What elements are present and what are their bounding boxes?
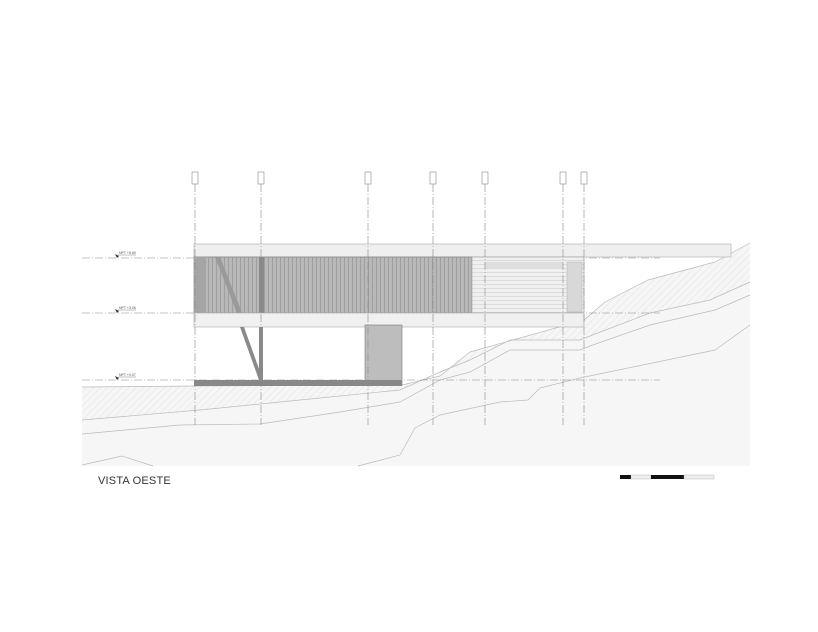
column — [259, 257, 264, 313]
diagonal-brace — [240, 327, 263, 380]
level-label: NPT +0.07 — [119, 373, 136, 377]
terrain-line — [357, 324, 751, 467]
grid-axis — [559, 171, 567, 425]
level-label: NPT +5.60 — [119, 251, 136, 255]
level-marker-icon — [115, 376, 119, 380]
lower-volume — [364, 324, 403, 386]
drawing-title: VISTA OESTE — [98, 475, 171, 487]
grid-axis — [429, 171, 437, 425]
level-marker-icon — [115, 254, 119, 258]
grid-axis — [257, 171, 265, 425]
grid-axis — [580, 171, 588, 425]
grid-axis — [364, 171, 372, 425]
level-marker-icon — [115, 309, 119, 313]
roof-slab — [193, 243, 732, 258]
terrain-line — [81, 294, 751, 435]
grid-axes — [191, 171, 588, 425]
terrain-line — [81, 455, 154, 467]
ground-hatch — [82, 243, 750, 420]
ground-fill — [82, 243, 750, 466]
glazing-inner — [485, 262, 563, 268]
level-label: NPT +3.06 — [119, 306, 136, 310]
terrain-line — [81, 281, 751, 421]
level-markers: NPT +5.60 NPT +3.06 NPT +0.07 — [115, 251, 136, 380]
building — [193, 243, 732, 386]
upper-facade-slats — [193, 256, 473, 314]
base-slab — [194, 380, 402, 386]
scale-bar — [620, 474, 715, 480]
glazing-stripes — [566, 261, 583, 313]
diagonal-brace — [215, 257, 242, 313]
facade-end-panel — [194, 257, 206, 313]
grid-axis — [191, 171, 199, 425]
grid-axis — [481, 171, 489, 425]
